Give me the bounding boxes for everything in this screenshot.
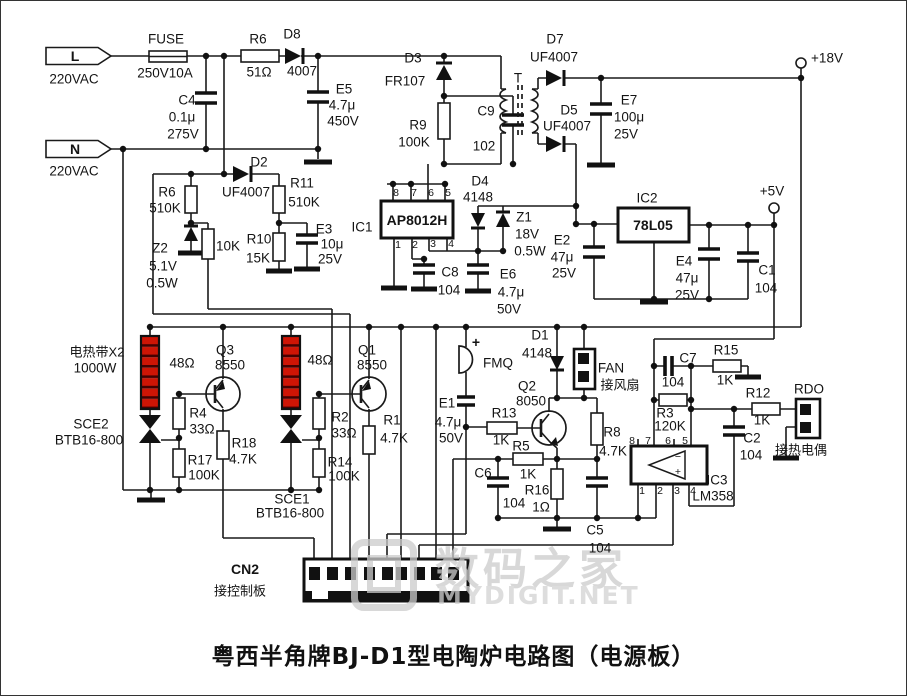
r16-resistor (550, 468, 564, 500)
r1-resistor (362, 425, 376, 455)
r-10k-resistor (201, 228, 215, 260)
z2-zener-icon (184, 227, 198, 241)
ic2-box (616, 206, 691, 244)
io-terminals (45, 46, 807, 214)
q1-emitter-arrow (362, 381, 371, 391)
heater1-element (139, 334, 161, 411)
l-input-arrow (45, 46, 113, 66)
sce2-triac-icon2 (139, 429, 161, 443)
r6b-resistor (184, 185, 198, 214)
r4-resistor (172, 397, 186, 430)
q3-transistor (205, 376, 241, 412)
terminal-5v (768, 202, 780, 214)
r18-resistor (216, 430, 230, 460)
d1-diode-icon (550, 356, 564, 370)
r6a-resistor (240, 49, 280, 63)
transformer-icon (499, 85, 539, 137)
q3-emitter-arrow (216, 381, 225, 391)
d7-diode-icon (546, 70, 562, 86)
sce2-triac-icon (139, 415, 161, 429)
ic-boxes (379, 199, 709, 486)
sce1-triac-icon (280, 415, 302, 429)
diode-symbols (139, 48, 564, 446)
transistor-base-bars (213, 385, 543, 437)
r13-resistor (486, 421, 518, 435)
d5-diode-icon (546, 136, 562, 152)
ic1-box (379, 199, 455, 240)
d4-diode-icon (471, 213, 485, 227)
r14-resistor (312, 448, 326, 478)
d2-diode-icon (233, 166, 249, 182)
d3-diode-icon (436, 65, 452, 80)
resistor-boxes (148, 49, 781, 500)
n-input-arrow (45, 139, 113, 159)
buzzer-icon (458, 345, 474, 374)
r2-resistor (312, 397, 326, 430)
z1-zener-icon (496, 213, 510, 227)
ic3-box (629, 444, 709, 486)
r15-resistor (712, 359, 742, 373)
q2-transistor (531, 410, 567, 446)
r10-resistor (272, 232, 286, 262)
opamp-triangle-icon (646, 449, 686, 481)
connectors (302, 347, 822, 603)
r5-resistor (512, 452, 544, 466)
r11-resistor (272, 185, 286, 214)
terminal-18v (795, 57, 807, 69)
r12-resistor (751, 402, 781, 416)
wire-network (111, 55, 802, 571)
r8-resistor (590, 412, 604, 446)
r9-resistor (437, 102, 451, 140)
sce1-triac-icon2 (280, 429, 302, 443)
schematic-title: 粤西半角牌BJ-D1型电陶炉电路图（电源板） (211, 644, 696, 670)
r3-resistor (658, 393, 688, 407)
r17-resistor (172, 448, 186, 478)
capacitor-plates (195, 90, 759, 488)
d8-diode-icon (285, 48, 301, 64)
q1-transistor (351, 376, 387, 412)
heater2-element (280, 334, 302, 411)
junction-dots (119, 52, 805, 522)
transistor-circles (205, 376, 567, 446)
